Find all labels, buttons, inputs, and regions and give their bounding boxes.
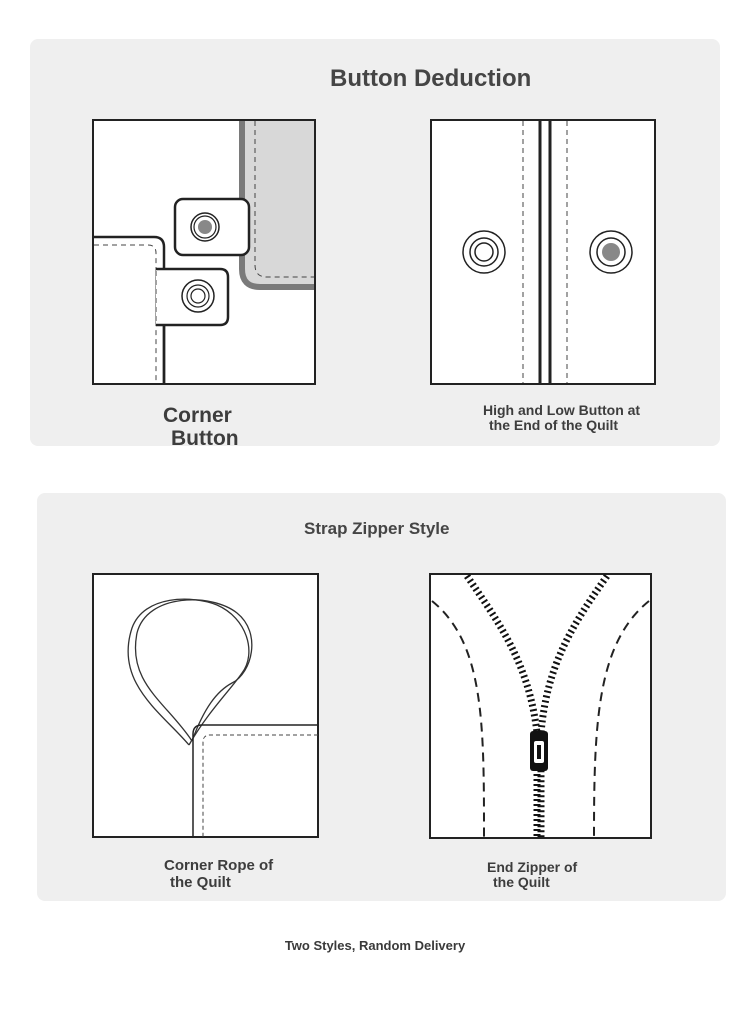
corner-button-illustration (92, 119, 316, 385)
caption-line: Button (171, 427, 239, 451)
high-low-button-illustration (430, 119, 656, 385)
corner-rope-illustration (92, 573, 319, 838)
footer-note: Two Styles, Random Delivery (284, 938, 466, 953)
end-zipper-caption: End Zipper of the Quilt (487, 859, 578, 891)
caption-line: High and Low Button at (483, 402, 641, 418)
corner-rope-caption: Corner Rope of the Quilt (164, 857, 274, 891)
caption-line: the End of the Quilt (489, 417, 619, 434)
high-low-button-caption: High and Low Button at the End of the Qu… (483, 402, 641, 434)
caption-line: Corner (163, 404, 232, 427)
caption-line: the Quilt (493, 874, 550, 891)
end-zipper-illustration (429, 573, 652, 839)
strap-zipper-title: Strap Zipper Style (304, 519, 450, 538)
button-deduction-title: Button Deduction (330, 65, 532, 92)
corner-button-caption: Corner Button (163, 404, 239, 450)
caption-line: the Quilt (170, 873, 231, 891)
caption-line: Corner Rope of (164, 857, 274, 874)
caption-line: End Zipper of (487, 859, 578, 875)
